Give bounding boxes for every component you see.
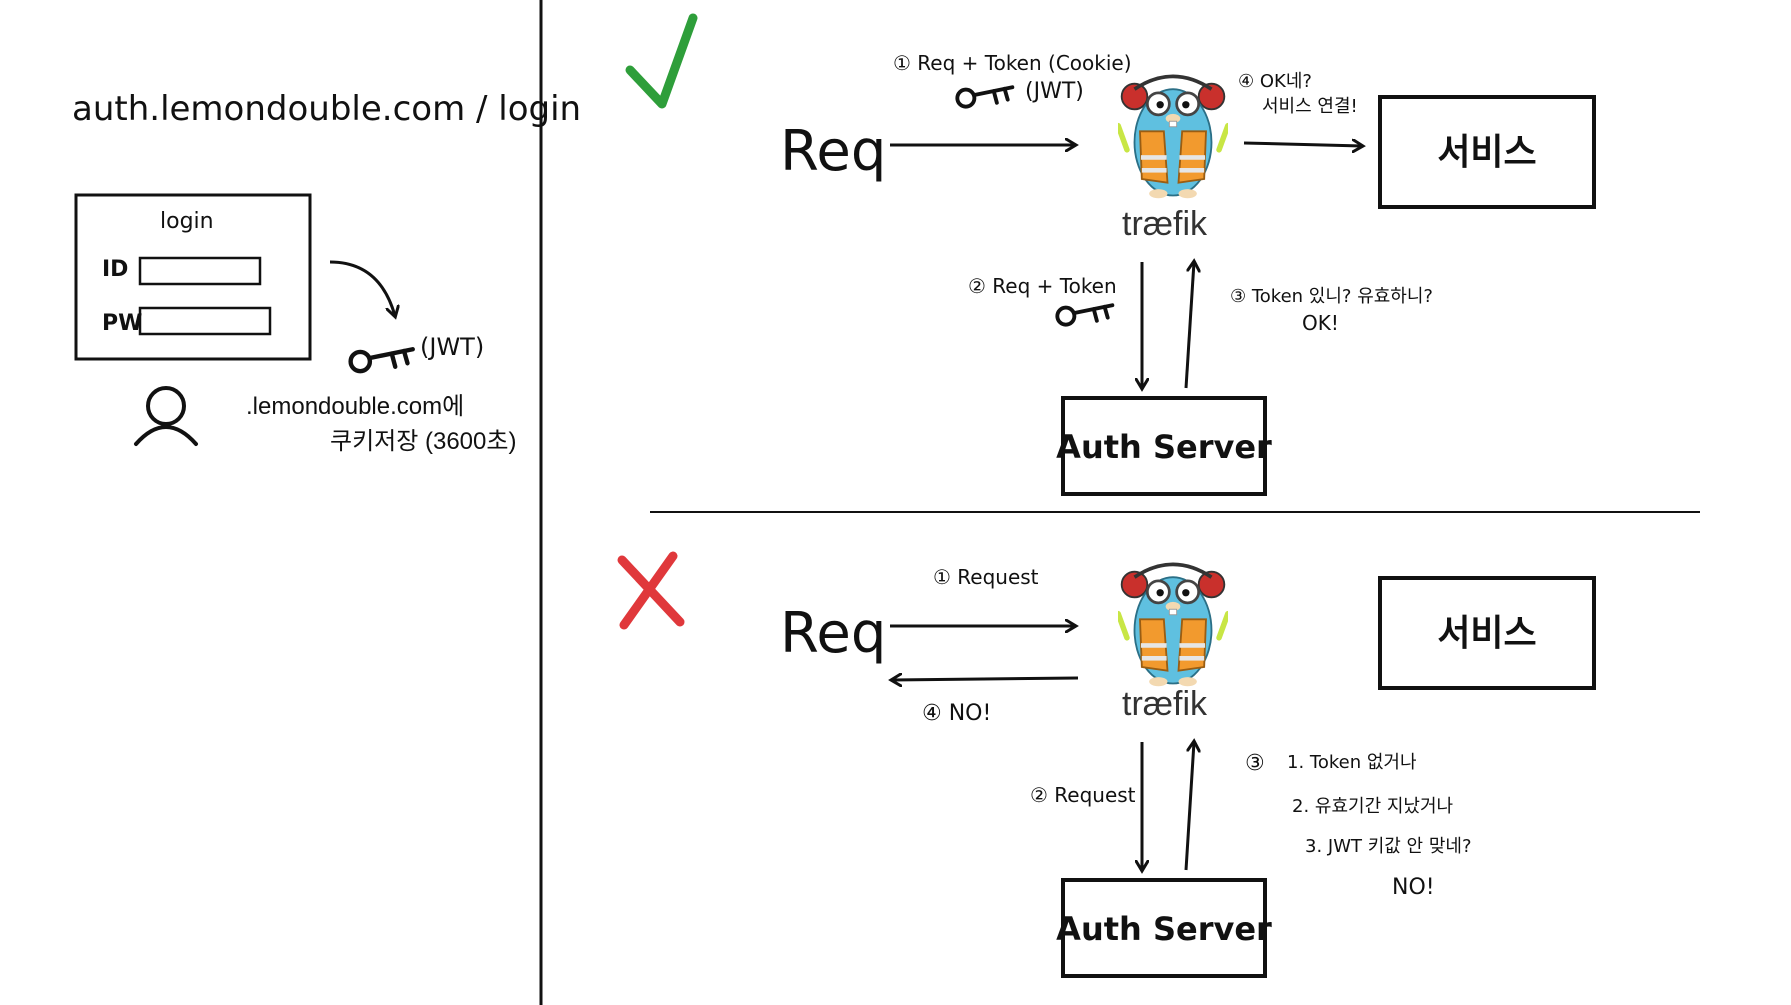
id-input[interactable] — [138, 256, 262, 286]
key-icon — [351, 349, 413, 371]
failure-auth-server-box — [1061, 878, 1267, 978]
success-req-label: Req — [780, 119, 886, 184]
failure-step3-item2: 2. 유효기간 지났거나 — [1292, 796, 1453, 817]
failure-response-arrow — [892, 678, 1079, 680]
check-icon — [625, 13, 698, 109]
success-step3-line1: ③ Token 있니? 유효하니? — [1230, 286, 1433, 307]
failure-traefik-label: træfik — [1122, 685, 1208, 723]
success-key-icon — [957, 87, 1012, 106]
failure-step3-item3: 3. JWT 키값 안 맞네? — [1305, 836, 1472, 857]
success-service-box — [1378, 95, 1596, 209]
failure-service-label: 서비스 — [1437, 613, 1536, 654]
failure-auth-server-label: Auth Server — [1056, 910, 1272, 948]
success-step2-label: ② Req + Token — [968, 274, 1117, 298]
login-to-token-arrow — [329, 260, 395, 316]
cross-icon — [617, 551, 685, 630]
success-step1-label: ① Req + Token (Cookie) — [893, 51, 1132, 75]
user-icon — [134, 386, 198, 446]
cookie-domain-line: .lemondouble.com에 — [246, 393, 465, 420]
success-step4-line1: ④ OK네? — [1238, 71, 1312, 92]
success-step2-key-icon — [1057, 305, 1112, 324]
failure-step2-label: ② Request — [1030, 783, 1136, 807]
success-up-arrow — [1184, 262, 1194, 389]
pw-label: PW — [102, 311, 142, 336]
success-traefik-label: træfik — [1122, 205, 1208, 243]
id-label: ID — [102, 257, 128, 282]
left-token-label: (JWT) — [420, 333, 484, 361]
success-gopher-mascot-icon — [1118, 74, 1228, 200]
success-step1-token: (JWT) — [1025, 79, 1084, 104]
failure-step3-item1: 1. Token 없거나 — [1287, 752, 1417, 773]
failure-step1-label: ① Request — [933, 565, 1039, 589]
failure-req-label: Req — [780, 601, 886, 666]
success-service-label: 서비스 — [1437, 132, 1536, 173]
success-service-arrow — [1243, 143, 1362, 146]
failure-up-arrow — [1184, 742, 1194, 871]
login-form-box — [74, 193, 312, 361]
failure-step3-result: NO! — [1392, 875, 1435, 900]
failure-gopher-mascot-icon — [1118, 562, 1228, 688]
pw-input[interactable] — [138, 306, 272, 336]
success-auth-server-label: Auth Server — [1056, 428, 1272, 466]
login-url: auth.lemondouble.com / login — [72, 89, 581, 129]
failure-step3-num: ③ — [1245, 751, 1265, 776]
login-form-title: login — [160, 209, 214, 234]
cookie-storage-line: 쿠키저장 (3600초) — [330, 428, 517, 455]
success-step4-line2: 서비스 연결! — [1262, 96, 1358, 117]
failure-step4-label: ④ NO! — [922, 701, 991, 726]
success-auth-server-box — [1061, 396, 1267, 496]
success-step3-line2: OK! — [1302, 311, 1339, 335]
failure-service-box — [1378, 576, 1596, 690]
